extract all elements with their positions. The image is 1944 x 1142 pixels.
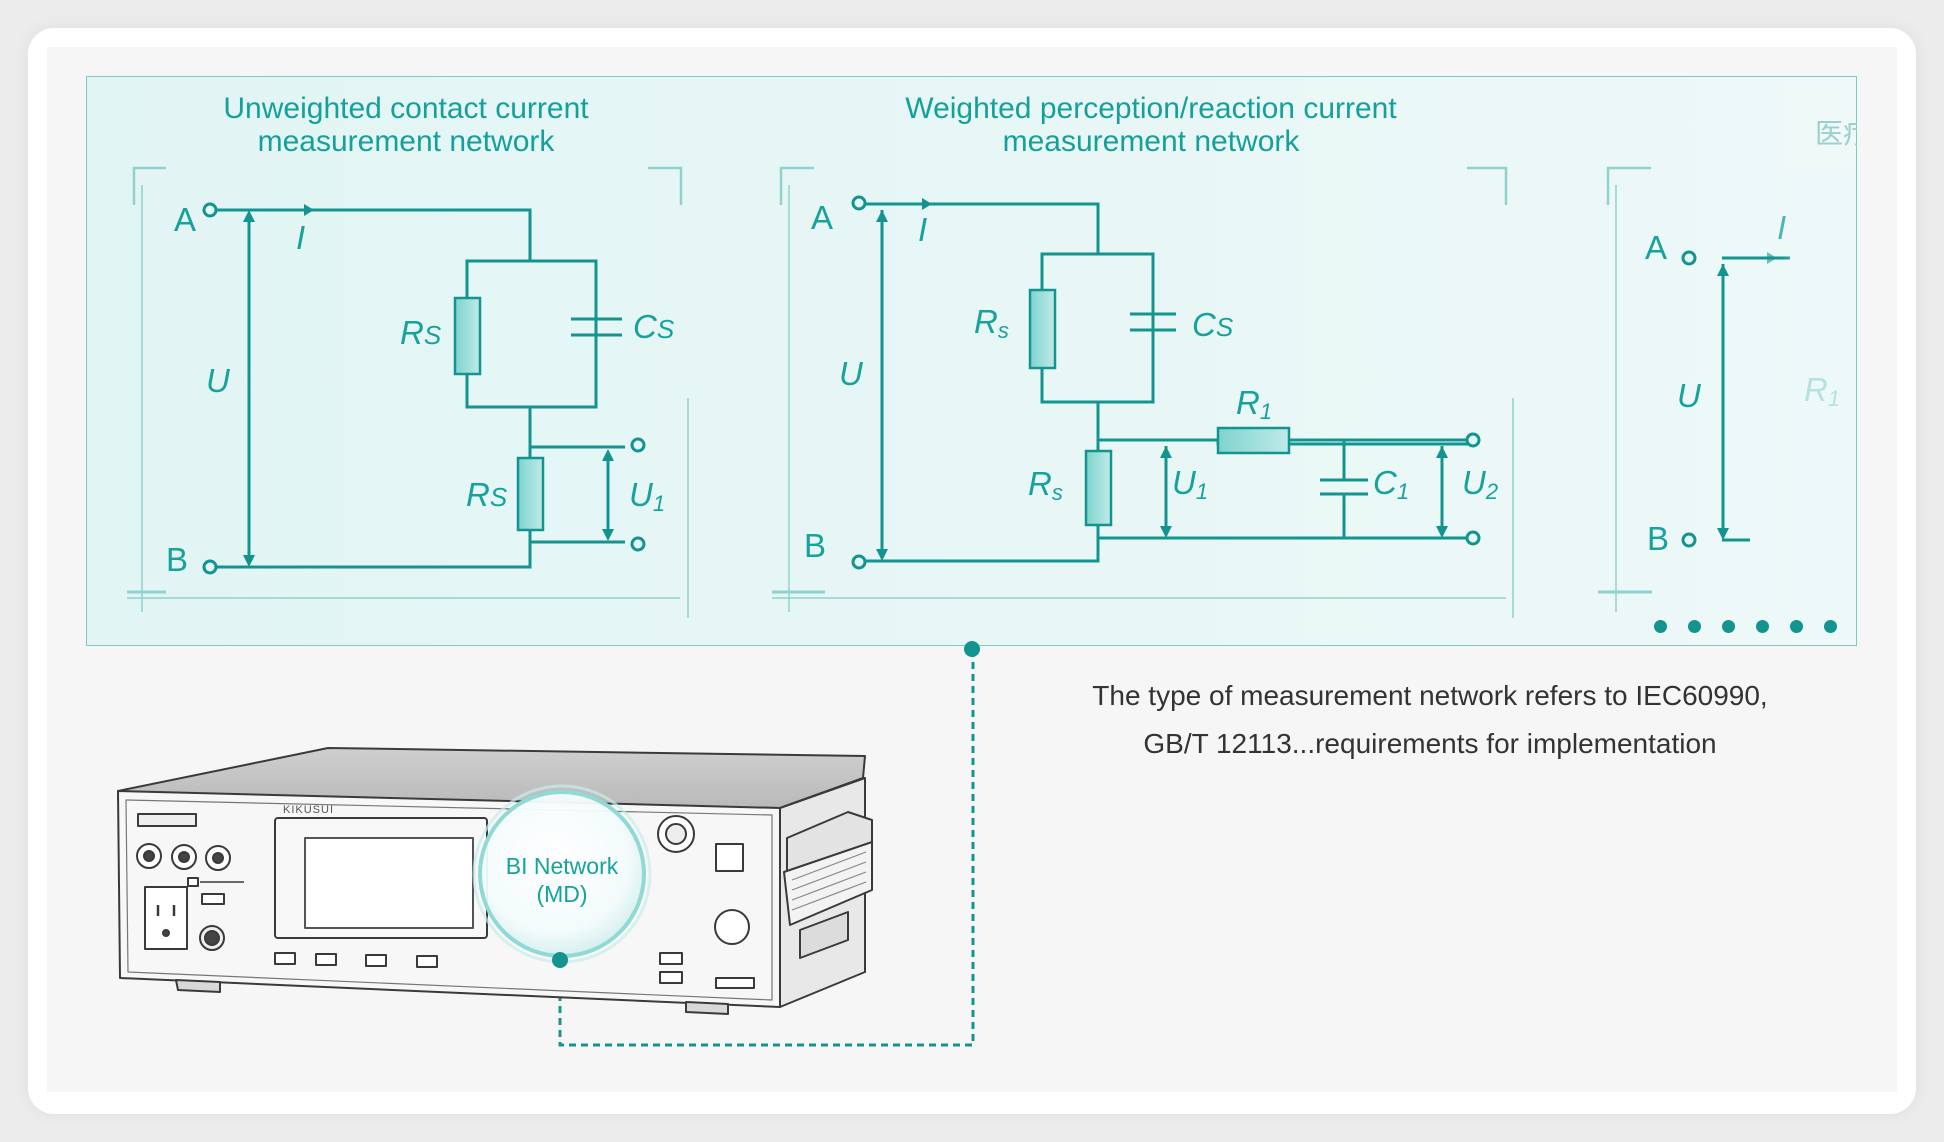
n3-terminal-b: B [1647,520,1670,557]
n2-rs-bottom-label: Rs [1028,466,1063,511]
n1-rs-top-main: R [400,314,424,351]
n2-r1-main: R [1236,384,1260,421]
carousel-dot-1[interactable] [1654,620,1667,633]
n2-u2-main: U [1462,464,1486,501]
n3-voltage-u-label: U [1677,377,1701,414]
n3-r1-main: R [1804,371,1828,408]
network-1-resistors [453,296,545,532]
connector-line [558,641,980,1047]
network-2-title-line1: Weighted perception/reaction current [905,92,1397,125]
network-1-arrowheads [243,204,614,567]
n2-rs-top-sub: s [997,318,1009,343]
n1-terminal-a: A [174,201,197,238]
lens-callout-line2: (MD) [536,881,588,907]
n3-r1-sub: 1 [1827,386,1841,411]
carousel-dot-5[interactable] [1790,620,1803,633]
n2-u2-label: U2 [1462,465,1498,510]
lens-callout-label: BI Network (MD) [476,852,648,908]
carousel-dot-3[interactable] [1722,620,1735,633]
network-1-title-line2: measurement network [257,125,555,158]
network-2-resistors [1028,288,1291,527]
n1-u1-main: U [629,476,653,513]
description-text: The type of measurement network refers t… [1030,672,1830,768]
n1-cs-main: C [633,308,657,345]
n1-rs-bottom-sub: S [489,482,508,512]
network-2-arrowheads [876,198,1448,561]
network-2-title: Weighted perception/reaction current mea… [846,92,1456,158]
description-line2: GB/T 12113...requirements for implementa… [1143,728,1717,759]
carousel-pagination [1654,620,1837,633]
n2-cs-main: C [1192,306,1216,343]
network-1-title-line1: Unweighted contact current [223,92,589,125]
n2-u1-label: U1 [1172,465,1208,510]
n2-cs-sub: S [1215,312,1234,342]
measurement-network-carousel[interactable] [86,76,1857,646]
n3-terminal-a: A [1645,229,1668,266]
n2-voltage-u-label: U [839,355,863,392]
frame-brackets [127,166,689,618]
n1-rs-top-label: RS [400,315,441,353]
n2-current-label: I [918,211,928,248]
carousel-dot-4[interactable] [1756,620,1769,633]
n1-cs-label: CS [633,309,674,347]
network-3-fade-overlay [1780,170,1856,640]
n3-current-label: I [1777,209,1787,246]
n3-r1-label: R1 [1804,372,1840,417]
n1-cs-sub: S [656,314,675,344]
network-1-circuit [127,166,689,618]
network-3-arrowheads [1717,252,1777,540]
n2-rs-bottom-sub: s [1051,480,1063,505]
n2-terminal-b: B [804,527,827,564]
network-3-circuit [1598,166,1857,612]
next-network-tab-label[interactable]: 医疗 [1815,117,1857,150]
n2-rs-bottom-main: R [1028,465,1052,502]
n2-r1-sub: 1 [1259,399,1273,424]
n1-rs-top-sub: S [423,320,442,350]
n2-r1-label: R1 [1236,385,1272,430]
n1-rs-bottom-main: R [466,476,490,513]
frame-brackets [772,166,1514,618]
n2-c1-label: C1 [1373,465,1409,510]
network-1-title: Unweighted contact current measurement n… [171,92,641,158]
n2-u1-sub: 1 [1195,479,1209,504]
n2-c1-main: C [1373,464,1397,501]
n1-u1-label: U1 [629,477,665,522]
description-line1: The type of measurement network refers t… [1092,680,1768,711]
n1-terminal-b: B [166,541,189,578]
carousel-dot-6[interactable] [1824,620,1837,633]
n2-u2-sub: 2 [1485,479,1499,504]
n2-u1-main: U [1172,464,1196,501]
instrument-illustration [117,747,873,1015]
frame-brackets [1598,166,1652,612]
lens-callout-line1: BI Network [505,853,619,879]
network-2-title-line2: measurement network [1002,125,1300,158]
n1-current-label: I [296,219,306,256]
n2-cs-label: CS [1192,307,1233,345]
n1-u1-sub: 1 [652,491,666,516]
n2-rs-top-label: Rs [974,304,1009,349]
n2-c1-sub: 1 [1396,479,1410,504]
carousel-dot-2[interactable] [1688,620,1701,633]
n1-rs-bottom-label: RS [466,477,507,515]
n2-rs-top-main: R [974,303,998,340]
instrument-brand: KIKUSUI [283,804,335,816]
magnifier-lens [472,784,652,968]
n1-voltage-u-label: U [206,362,230,399]
n2-terminal-a: A [811,199,834,236]
